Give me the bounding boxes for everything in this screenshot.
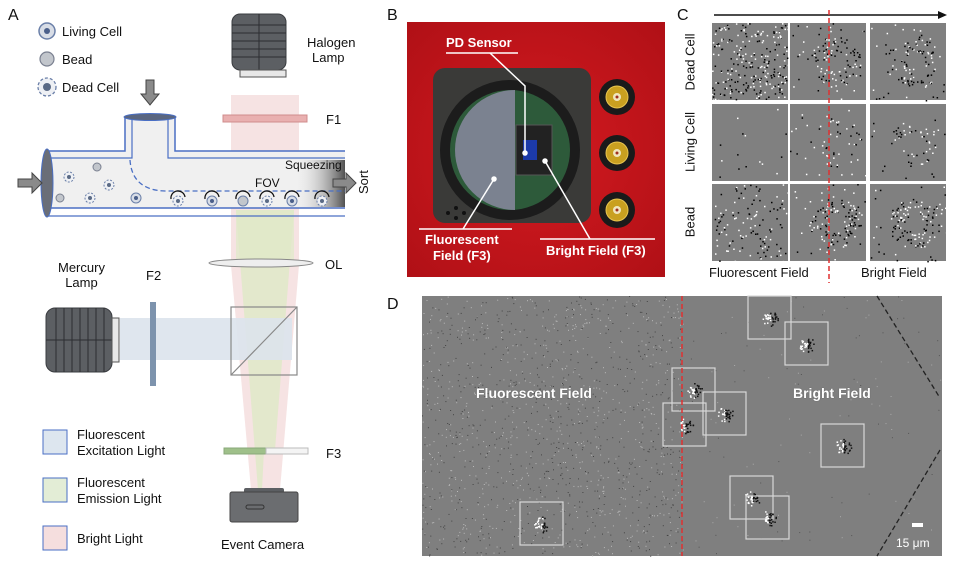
- legend-emission-line1: Fluorescent: [77, 475, 145, 490]
- legend-living-cell: Living Cell: [62, 24, 122, 39]
- legend-bright-light: Bright Light: [77, 531, 143, 547]
- bead-icon: [39, 51, 55, 67]
- dead-cell-icon: [37, 77, 57, 97]
- time-arrow-icon: [714, 11, 947, 19]
- sma-connectors: [599, 79, 635, 228]
- f1-filter: [222, 114, 308, 123]
- panel-label-c: C: [677, 7, 689, 24]
- callout-lines: [419, 52, 655, 240]
- living-cell-icon: [38, 22, 56, 40]
- legend-emission-line2: Emission Light: [77, 491, 162, 506]
- detection-box: [519, 501, 564, 546]
- panel-label-d: D: [387, 296, 399, 313]
- objective-lens: [208, 258, 314, 268]
- halogen-lamp-label-line1: Halogen: [307, 35, 356, 50]
- pd-sensor-label: PD Sensor: [446, 35, 512, 50]
- tile-dead-cell-1: [712, 23, 790, 102]
- fluorescent-field-f3-line1: Fluorescent: [425, 232, 499, 247]
- tile-bead-1: [712, 184, 789, 263]
- panel-label-a: A: [8, 7, 19, 24]
- bright-field-f3-label: Bright Field (F3): [546, 243, 646, 258]
- legend-bright-line1: Bright Light: [77, 531, 143, 546]
- excitation-legend-swatch: [42, 429, 68, 455]
- c-bright-field-label: Bright Field: [861, 265, 927, 280]
- f3-label: F3: [326, 446, 342, 461]
- scale-bar: [912, 523, 923, 527]
- d-noise: [422, 296, 942, 557]
- mercury-lamp-icon: [45, 307, 120, 373]
- tile-dead-cell-2: [790, 23, 866, 100]
- legend-excitation-light: Fluorescent Excitation Light: [77, 427, 165, 459]
- inlet-arrow-icon: [17, 171, 43, 195]
- detection-box: [671, 367, 716, 412]
- tile-living-cell-2: [790, 104, 867, 181]
- halogen-lamp-icon: [231, 13, 287, 78]
- tile-dead-cell-3: [870, 23, 946, 102]
- excitation-light-beam: [120, 318, 292, 360]
- f2-label: F2: [146, 268, 162, 283]
- microfluidic-channel: [40, 113, 345, 218]
- ol-label: OL: [325, 257, 343, 272]
- panel-label-b: B: [387, 7, 398, 24]
- f1-label: F1: [326, 112, 342, 127]
- detection-box: [747, 295, 792, 340]
- sheath-arrow-icon: [139, 79, 161, 106]
- tile-living-cell-1: [712, 104, 788, 181]
- mercury-lamp-label-line2: Lamp: [65, 275, 98, 290]
- emission-legend-swatch: [42, 477, 68, 503]
- fluorescent-field-f3-label: Fluorescent Field (F3): [425, 232, 499, 264]
- channel-edge-bottom: [876, 449, 941, 557]
- legend-bead: Bead: [62, 52, 93, 67]
- halogen-lamp-label-line2: Lamp: [312, 50, 345, 65]
- event-camera-label: Event Camera: [221, 537, 305, 552]
- d-bright-field-label: Bright Field: [793, 385, 871, 401]
- f3-filter: [223, 447, 309, 455]
- d-fluorescent-field-label: Fluorescent Field: [476, 385, 592, 401]
- legend-excitation-line1: Fluorescent: [77, 427, 145, 442]
- mercury-lamp-label: Mercury Lamp: [58, 260, 105, 290]
- c-fluorescent-field-label: Fluorescent Field: [709, 265, 809, 280]
- squeezing-label: Squeezing: [285, 158, 342, 172]
- event-camera-icon: [229, 488, 299, 523]
- tile-bead-3: [870, 184, 948, 263]
- sort-arrow-icon: [332, 171, 357, 195]
- fluorescent-field-f3-line2: Field (F3): [432, 248, 491, 263]
- beam-splitter-icon: [230, 306, 298, 376]
- legend-dead-cell: Dead Cell: [62, 80, 120, 95]
- halogen-lamp-label: Halogen Lamp: [307, 35, 355, 65]
- scale-bar-label: 15 μm: [896, 536, 930, 550]
- tile-bead-2: [790, 184, 866, 261]
- mercury-lamp-label-line1: Mercury: [58, 260, 105, 275]
- detection-box: [745, 495, 790, 540]
- detection-box: [820, 423, 865, 468]
- detection-box: [662, 402, 707, 447]
- f2-filter: [150, 302, 156, 386]
- legend-emission-light: Fluorescent Emission Light: [77, 475, 162, 507]
- fov-label: FOV: [255, 176, 280, 190]
- detection-box: [702, 391, 747, 436]
- channel-edge-top: [876, 295, 941, 399]
- tile-living-cell-3: [870, 104, 946, 181]
- detection-box: [784, 321, 829, 366]
- legend-excitation-line2: Excitation Light: [77, 443, 166, 458]
- channel-particles: [55, 162, 330, 207]
- bright-legend-swatch: [42, 525, 68, 551]
